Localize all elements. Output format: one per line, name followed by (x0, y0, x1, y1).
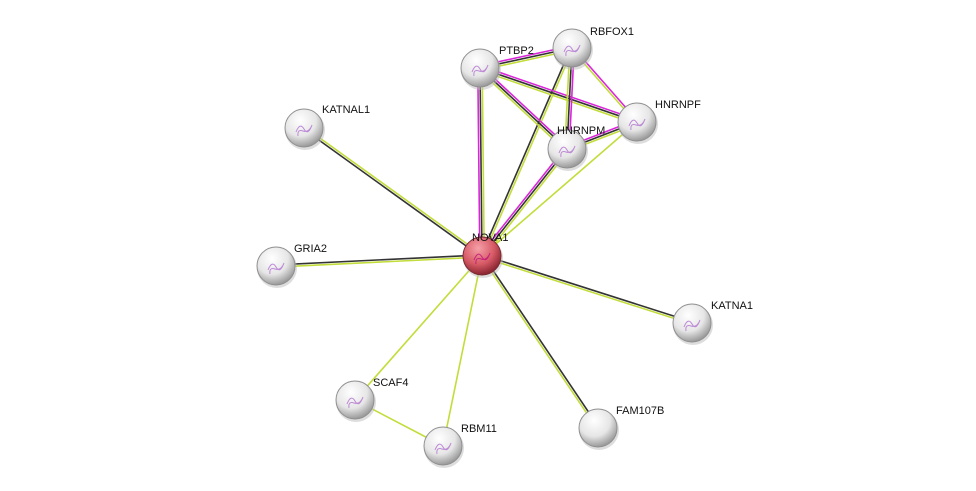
edge-nova1-ptbp2-experiments[interactable] (477, 68, 481, 257)
protein-structure-icon (473, 252, 491, 265)
edge-nova1-gria2-coexpression[interactable] (275, 254, 482, 266)
edge-nova1-hnrnpf-textmining[interactable] (481, 121, 638, 257)
protein-structure-icon (558, 145, 576, 158)
node-ptbp2[interactable]: PTBP2 (460, 45, 534, 90)
protein-node-sphere[interactable] (335, 380, 375, 420)
node-katna1[interactable]: KATNA1 (672, 300, 753, 345)
node-katnal1[interactable]: KATNAL1 (284, 104, 370, 150)
edge-nova1-ptbp2-coexpression[interactable] (479, 67, 483, 257)
protein-structure-icon (683, 319, 701, 332)
protein-structure-icon (346, 396, 364, 409)
edge-nova1-rbfox1-textmining[interactable] (482, 48, 574, 257)
node-nova1[interactable]: NOVA1 (462, 232, 508, 278)
node-hnrnpm[interactable]: HNRNPM (547, 125, 605, 171)
protein-node-sphere[interactable] (552, 28, 592, 68)
protein-structure-icon (267, 262, 285, 275)
protein-node-sphere[interactable] (672, 303, 712, 343)
node-fam107b[interactable]: FAM107B (578, 405, 664, 450)
protein-node-sphere[interactable] (256, 246, 296, 286)
edge-nova1-hnrnpm-coexpression[interactable] (481, 148, 568, 257)
protein-structure-icon (563, 44, 581, 57)
node-label: NOVA1 (472, 232, 508, 244)
protein-node-sphere[interactable] (284, 108, 324, 148)
edge-nova1-fam107b-textmining[interactable] (480, 256, 598, 430)
edge-nova1-rbm11-textmining[interactable] (442, 255, 483, 447)
edge-nova1-fam107b-coexpression[interactable] (482, 254, 600, 428)
node-label: SCAF4 (373, 377, 408, 389)
edge-nova1-katnal1-textmining[interactable] (304, 126, 484, 256)
edge-ptbp2-hnrnpf-coexpression[interactable] (479, 67, 638, 123)
edge-ptbp2-hnrnpf-textmining[interactable] (479, 69, 637, 125)
node-rbfox1[interactable]: RBFOX1 (552, 26, 634, 70)
protein-node-sphere[interactable] (423, 426, 463, 466)
edge-nova1-katnal1-coexpression[interactable] (302, 128, 482, 258)
protein-node-sphere[interactable] (547, 129, 587, 169)
protein-node-sphere[interactable] (460, 48, 500, 88)
edge-ptbp2-hnrnpf-experiments[interactable] (480, 65, 638, 121)
node-label: KATNAL1 (322, 104, 370, 116)
node-label: RBM11 (461, 423, 497, 435)
protein-structure-icon (434, 442, 452, 455)
node-label: HNRNPM (557, 125, 605, 137)
protein-structure-icon (628, 118, 646, 131)
node-label: GRIA2 (294, 243, 327, 255)
protein-structure-icon (295, 124, 313, 137)
edge-nova1-scaf4-textmining[interactable] (354, 255, 483, 401)
node-scaf4[interactable]: SCAF4 (335, 377, 408, 422)
node-label: RBFOX1 (590, 26, 634, 38)
node-rbm11[interactable]: RBM11 (423, 423, 497, 468)
protein-node-sphere[interactable] (462, 236, 502, 276)
edge-nova1-katna1-coexpression[interactable] (482, 254, 693, 323)
node-label: KATNA1 (711, 300, 753, 312)
node-label: FAM107B (616, 405, 664, 417)
protein-structure-icon (471, 64, 489, 77)
node-gria2[interactable]: GRIA2 (256, 243, 327, 288)
node-hnrnpf[interactable]: HNRNPF (617, 99, 701, 144)
protein-node-sphere[interactable] (617, 102, 657, 142)
edge-nova1-ptbp2-textmining[interactable] (481, 67, 485, 256)
edge-nova1-gria2-textmining[interactable] (276, 256, 483, 268)
protein-node-sphere[interactable] (578, 408, 618, 448)
edge-nova1-katna1-textmining[interactable] (481, 256, 692, 325)
edge-nova1-hnrnpm-textmining[interactable] (483, 149, 570, 258)
edge-nova1-hnrnpm-experiments[interactable] (479, 147, 566, 256)
edge-nova1-rbfox1-coexpression[interactable] (480, 47, 572, 256)
node-label: HNRNPF (655, 99, 701, 111)
node-label: PTBP2 (499, 45, 534, 57)
